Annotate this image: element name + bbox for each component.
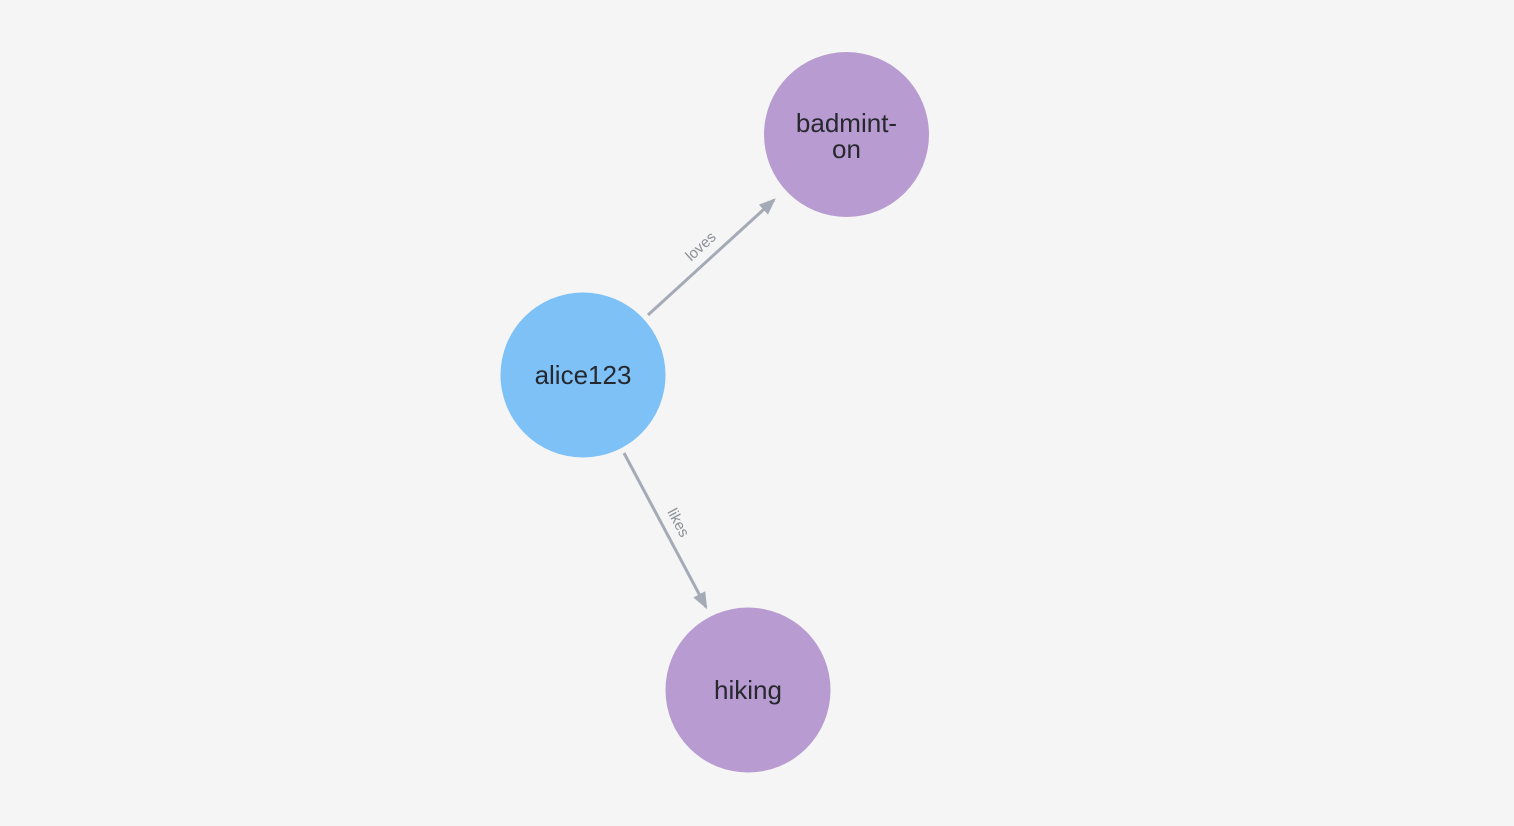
node-alice123-label: alice123 xyxy=(535,360,632,390)
edge-loves-label[interactable]: loves xyxy=(682,229,719,265)
edge-loves-line[interactable] xyxy=(646,198,776,317)
node-badminton-label-line1: badmint- xyxy=(796,108,897,138)
node-hiking-circle[interactable] xyxy=(665,607,831,773)
node-badminton-label-line2: on xyxy=(832,134,861,164)
node-hiking-label: hiking xyxy=(714,675,782,705)
edge-loves: loves xyxy=(646,198,776,317)
node-badminton-circle[interactable] xyxy=(764,52,929,217)
node-badminton-label: badmint-on xyxy=(796,108,897,164)
node-alice123: alice123 xyxy=(500,292,666,458)
edge-likes: likes xyxy=(622,452,708,610)
edge-likes-line[interactable] xyxy=(622,452,708,610)
node-alice123-circle[interactable] xyxy=(500,292,666,458)
node-badminton: badmint-on xyxy=(764,52,929,217)
node-hiking: hiking xyxy=(665,607,831,773)
